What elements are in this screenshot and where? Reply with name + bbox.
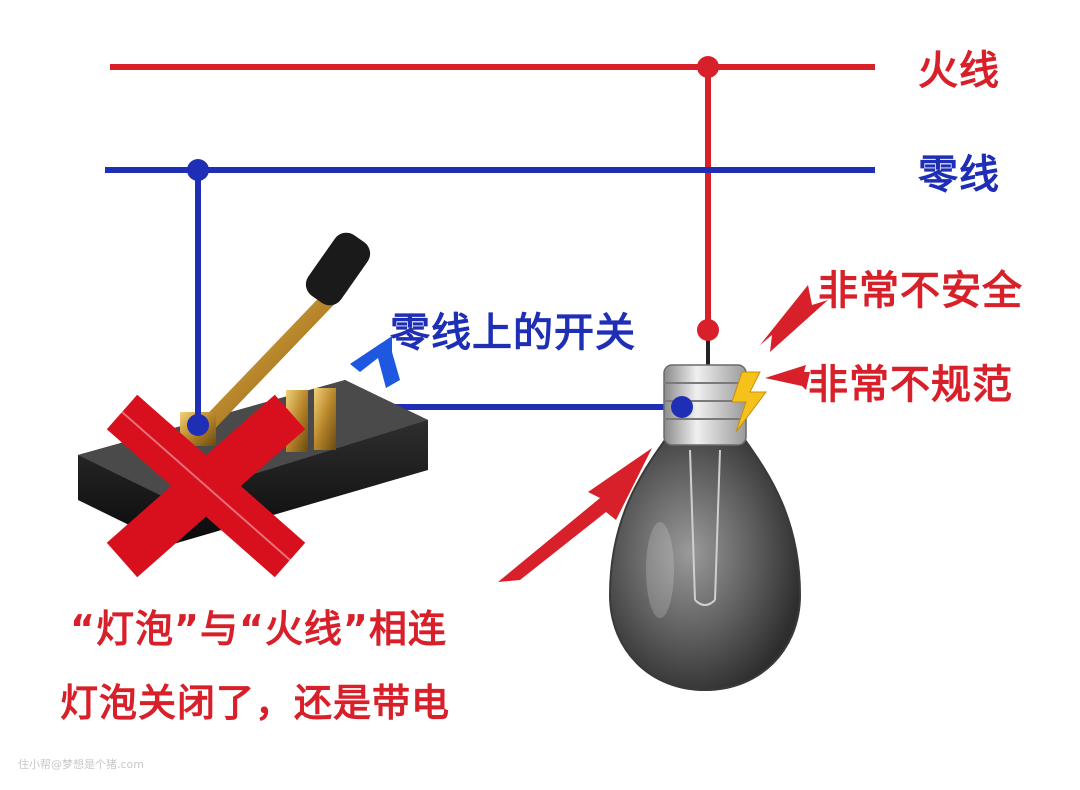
live-wire-label: 火线 bbox=[918, 48, 1000, 94]
switch-pointer-arrow-icon bbox=[350, 336, 400, 388]
bulb-live-terminal-dot bbox=[697, 319, 719, 341]
neutral-wire-label: 零线 bbox=[918, 152, 1000, 198]
nonstandard-arrow-icon bbox=[765, 365, 810, 390]
off-still-live-label: 灯泡关闭了，还是带电 bbox=[60, 681, 451, 725]
neutral-wire bbox=[105, 159, 875, 425]
spark-icon bbox=[731, 371, 767, 433]
warning-arrows bbox=[498, 285, 828, 582]
very-unsafe-label: 非常不安全 bbox=[818, 268, 1023, 314]
bulb-live-arrow-icon bbox=[498, 448, 652, 582]
live-junction-dot bbox=[697, 56, 719, 78]
bulb-connected-live-label: “灯泡”与“火线”相连 bbox=[70, 607, 447, 651]
watermark: 住小帮@梦想是个猪.com bbox=[18, 758, 144, 771]
very-nonstandard-label: 非常不规范 bbox=[808, 362, 1013, 408]
unsafe-arrow-icon bbox=[760, 285, 828, 352]
light-bulb-icon bbox=[608, 364, 802, 692]
cross-mark-icon bbox=[106, 394, 306, 578]
switch-on-neutral-label: 零线上的开关 bbox=[390, 310, 636, 356]
neutral-junction-dot bbox=[187, 159, 209, 181]
live-wire bbox=[110, 56, 875, 368]
